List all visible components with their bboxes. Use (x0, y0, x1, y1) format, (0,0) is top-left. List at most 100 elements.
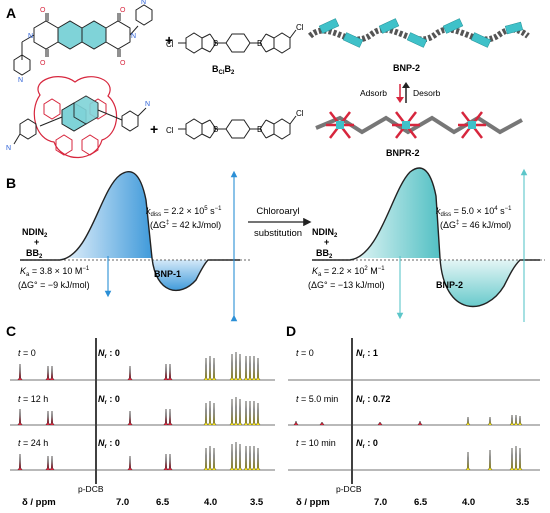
ppm-axis-label: δ / ppm (296, 497, 330, 508)
nmr-peak (49, 365, 55, 381)
nmr-peak (417, 420, 423, 426)
nmr-peak (49, 410, 55, 426)
nmr-peak (163, 408, 169, 426)
nmr-peak (127, 365, 133, 381)
oxygen-label: O (120, 60, 126, 67)
nmr-peak (45, 410, 51, 426)
nmr-peak (255, 357, 261, 381)
bnp2-label: BNP-2 (436, 280, 463, 290)
nr-label: Nr : 0 (98, 438, 120, 450)
nmr-peak (243, 400, 249, 426)
nmr-peak (377, 421, 383, 426)
panel-b-label: B (6, 175, 16, 191)
tick-label: 3.5 (516, 497, 530, 508)
bnp2-polymer-render (307, 18, 530, 48)
cl-label: Cl (296, 109, 304, 118)
gibbs-energy-label: (ΔG° = −13 kJ/mol) (308, 280, 385, 290)
bclb2-structure (178, 29, 297, 54)
cl-label: Cl (166, 40, 174, 49)
nmr-peak (487, 449, 493, 471)
nr-label: Nr : 0 (356, 438, 378, 450)
solvent-label: p-DCB (78, 484, 104, 494)
energy-profile-right (312, 167, 545, 322)
nmr-peak (243, 355, 249, 381)
nr-label: Nr : 0.72 (356, 394, 390, 406)
nmr-spectra-d (288, 379, 540, 471)
nmr-peak (17, 453, 23, 471)
nmr-peak (251, 445, 257, 471)
plus-sign: + (165, 32, 173, 48)
tick-label: 6.5 (414, 497, 428, 508)
nitrogen-label: N (28, 33, 33, 40)
energy-profile-left (20, 170, 250, 322)
cl-label: Cl (296, 23, 304, 32)
arrow-top-label: Chloroaryl (256, 206, 299, 217)
nmr-peak (237, 353, 243, 381)
boron-label: B (213, 39, 218, 48)
nmr-peak (233, 396, 239, 426)
nmr-peak (465, 416, 471, 426)
nmr-peak (211, 402, 217, 426)
adsorb-desorb-arrows (396, 82, 410, 103)
ka-label: Ka = 3.8 × 10 M−1 (20, 266, 90, 278)
nmr-peak (207, 445, 213, 471)
nmr-peak (45, 455, 51, 471)
nmr-peak (513, 445, 519, 471)
nmr-peak (163, 363, 169, 381)
ndi-pyridyl-structure (13, 4, 153, 76)
nmr-peak (167, 453, 173, 471)
nmr-peak (247, 400, 253, 426)
reactant-bb2-label: BB2 (26, 248, 43, 260)
ppm-axis-label: δ / ppm (22, 497, 56, 508)
nmr-peak (517, 415, 523, 426)
nmr-peak (203, 402, 209, 426)
time-label: t = 5.0 min (296, 394, 338, 404)
nmr-peak (255, 402, 261, 426)
tick-label: 6.5 (156, 497, 170, 508)
nmr-peak (465, 451, 471, 471)
plus-label: + (324, 237, 329, 247)
nmr-peak (17, 408, 23, 426)
bnpr2-polymer-render (315, 111, 523, 139)
tick-label: 7.0 (374, 497, 387, 508)
nmr-peak (487, 416, 493, 426)
nmr-peak (207, 400, 213, 426)
panel-b: B NDIN2 + BB2 kdiss = 2.2 × 105 s−1 (ΔG‡… (6, 167, 545, 322)
nmr-peak (49, 455, 55, 471)
time-label: t = 12 h (18, 394, 48, 404)
plus-sign: + (150, 121, 158, 137)
panel-a: A O O O O (6, 0, 530, 159)
nmr-peak (207, 355, 213, 381)
nr-label: Nr : 0 (98, 394, 120, 406)
nmr-peak (163, 453, 169, 471)
ka-label: Ka = 2.2 × 102 M−1 (312, 266, 385, 278)
panel-d-label: D (286, 323, 296, 339)
time-label: t = 24 h (18, 438, 48, 448)
activation-energy-label: (ΔG‡ = 46 kJ/mol) (440, 220, 511, 230)
oxygen-label: O (40, 7, 46, 14)
nmr-peak (513, 414, 519, 426)
nr-label: Nr : 1 (356, 348, 378, 360)
nmr-peak (211, 447, 217, 471)
tick-label: 7.0 (116, 497, 129, 508)
nmr-peak (237, 398, 243, 426)
solvent-label: p-DCB (336, 484, 362, 494)
panel-c-label: C (6, 323, 16, 339)
nmr-peak (203, 357, 209, 381)
nitrogen-label: N (6, 145, 11, 152)
nmr-peak (237, 443, 243, 471)
nmr-peak (127, 455, 133, 471)
boron-label: B (257, 39, 262, 48)
kdiss-label: kdiss = 2.2 × 105 s−1 (146, 206, 222, 218)
oxygen-label: O (40, 60, 46, 67)
nmr-peak (243, 445, 249, 471)
activation-energy-label: (ΔG‡ = 42 kJ/mol) (150, 220, 221, 230)
bnp1-label: BNP-1 (154, 269, 181, 279)
nmr-peak (251, 400, 257, 426)
nr-label: Nr : 0 (98, 348, 120, 360)
nmr-peak (293, 420, 299, 426)
bnpr2-label: BNPR-2 (386, 148, 420, 158)
gibbs-energy-label: (ΔG° = −9 kJ/mol) (18, 280, 90, 290)
tick-label: 4.0 (462, 497, 475, 508)
rotaxane-ndi-structure: N N (6, 76, 150, 159)
